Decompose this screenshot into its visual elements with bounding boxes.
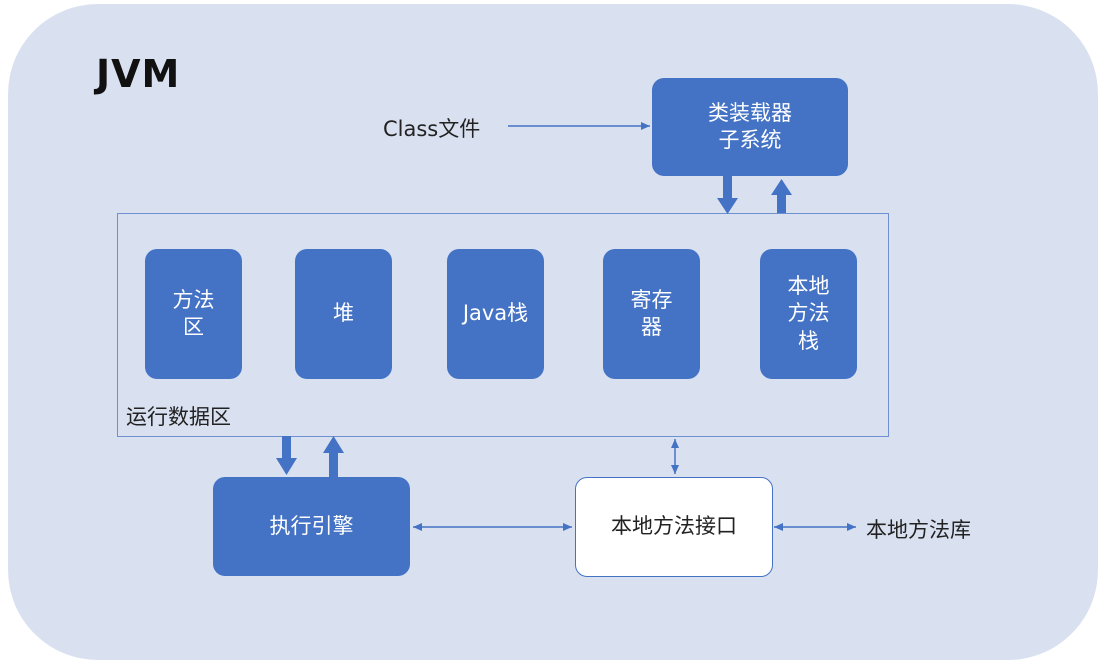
execution-engine-box: 执行引擎: [213, 477, 410, 576]
diagram-title: JVM: [96, 52, 181, 96]
engine-up-arrow: [323, 436, 344, 477]
loader-down-arrow: [717, 176, 738, 214]
runtime-data-area-label: 运行数据区: [126, 405, 231, 429]
engine-down-arrow: [276, 436, 297, 475]
native-interface-box: 本地方法接口: [575, 477, 773, 577]
loader-up-arrow: [771, 179, 792, 213]
native-method-stack-box: 本地 方法 栈: [760, 249, 857, 379]
method-area-box: 方法 区: [145, 249, 242, 379]
register-box: 寄存 器: [603, 249, 700, 379]
class-loader-box: 类装载器 子系统: [652, 78, 848, 176]
heap-box: 堆: [295, 249, 392, 379]
runtime-data-area: [117, 213, 889, 437]
class-file-label: Class文件: [383, 117, 481, 141]
java-stack-box: Java栈: [447, 249, 544, 379]
native-library-label: 本地方法库: [866, 518, 971, 542]
